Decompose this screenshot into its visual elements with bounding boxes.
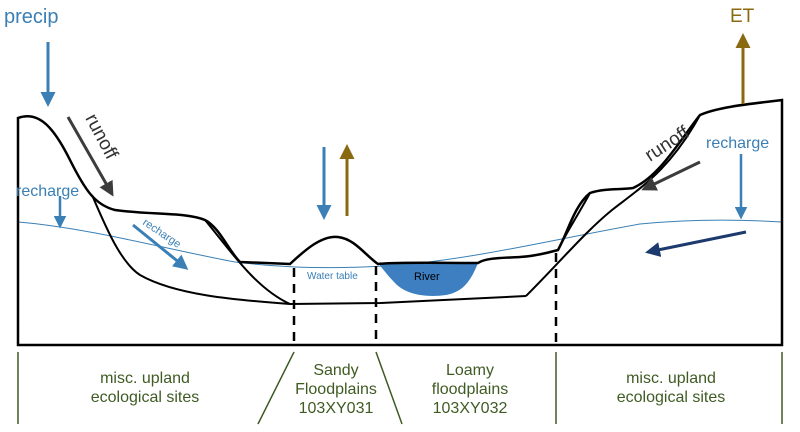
site-label-line: 103XY031 xyxy=(298,400,374,417)
recharge-label-slope: recharge xyxy=(140,217,183,251)
site-label-line: ecological sites xyxy=(90,389,200,406)
groundwater-flow-arrow xyxy=(645,230,747,257)
precip-label: precip xyxy=(4,6,58,28)
recharge-arrow-slope xyxy=(132,223,189,270)
soil-boundary-right xyxy=(525,114,701,297)
site-label-sandy-floodplains: Sandy Floodplains 103XY031 xyxy=(275,361,397,418)
site-label-line: misc. upland xyxy=(626,370,716,387)
site-label-line: floodplains xyxy=(431,381,509,398)
site-label-line: ecological sites xyxy=(616,389,726,406)
recharge-label-left: recharge xyxy=(16,183,79,200)
alluvium-bottom xyxy=(289,295,527,305)
soil-boundary-right-inner xyxy=(557,192,591,251)
recharge-label-right: recharge xyxy=(706,135,769,152)
site-label-line: Loamy xyxy=(445,362,495,379)
site-label-line: misc. upland xyxy=(100,370,190,387)
site-label-line: Sandy xyxy=(313,362,359,379)
soil-boundary-left xyxy=(91,194,291,305)
water-table-label: Water table xyxy=(307,271,358,282)
site-label-loamy-floodplains: Loamy floodplains 103XY032 xyxy=(405,361,535,418)
site-label-upland-left: misc. upland ecological sites xyxy=(40,369,250,407)
site-label-upland-right: misc. upland ecological sites xyxy=(566,369,776,407)
site-label-line: 103XY032 xyxy=(432,400,508,417)
soil-boundary-left-mid xyxy=(204,219,291,305)
water-table-line xyxy=(17,219,783,269)
site-label-line: Floodplains xyxy=(295,381,377,398)
river-label: River xyxy=(414,271,440,283)
et-label: ET xyxy=(730,6,755,27)
runoff-label-left: runoff xyxy=(81,110,123,163)
runoff-arrow-right xyxy=(641,160,701,191)
site-bracket-divider-2 xyxy=(375,351,403,425)
runoff-arrow-left xyxy=(66,116,114,197)
river-body xyxy=(378,262,478,296)
site-bracket-divider-1 xyxy=(257,351,295,425)
